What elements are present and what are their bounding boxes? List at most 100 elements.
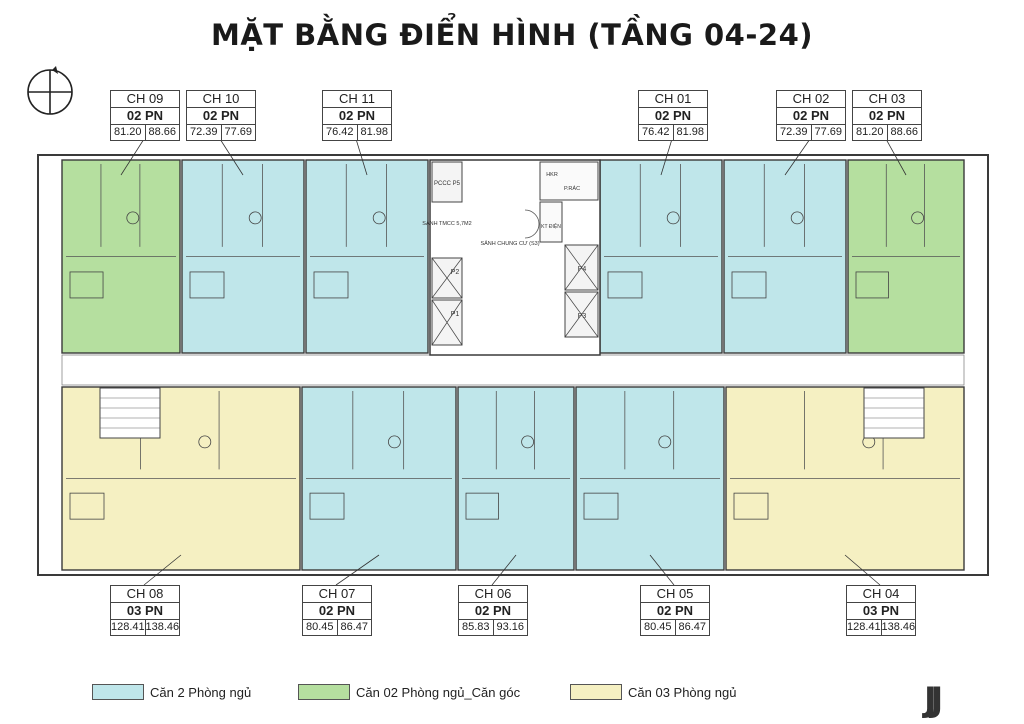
label-pccc: PCCC P5 <box>434 181 461 187</box>
label-p3: P3 <box>578 313 587 320</box>
legend: Căn 2 Phòng ngủ Căn 02 Phòng ngủ_Căn góc… <box>0 680 1024 708</box>
unit-type: 03 PN <box>111 603 179 620</box>
unit-area-net: 128.41 <box>111 620 146 635</box>
unit-area-net: 128.41 <box>847 620 882 635</box>
unit-name: CH 08 <box>111 586 179 603</box>
unit-type: 02 PN <box>111 108 179 125</box>
unit-name: CH 03 <box>853 91 921 108</box>
legend-label: Căn 2 Phòng ngủ <box>150 684 252 700</box>
unit-area-net: 81.20 <box>111 125 146 140</box>
label-p-rac: P.RÁC <box>564 185 580 192</box>
leader-line <box>885 138 907 176</box>
unit-type: 02 PN <box>323 108 391 125</box>
unit-area-net: 81.20 <box>853 125 888 140</box>
unit-area-net: 85.83 <box>459 620 494 635</box>
unit-name: CH 06 <box>459 586 527 603</box>
unit-type: 02 PN <box>187 108 255 125</box>
label-sanh-tmcc: SẢNH TMCC 5,7M2 <box>422 220 471 227</box>
label-p2: P2 <box>451 269 460 276</box>
leader-line <box>491 554 517 586</box>
unit-area-gross: 77.69 <box>224 126 253 138</box>
dining-table-icon <box>126 211 140 225</box>
unit-name: CH 11 <box>323 91 391 108</box>
unit-name: CH 07 <box>303 586 371 603</box>
unit-type: 03 PN <box>847 603 915 620</box>
unit-area-net: 72.39 <box>777 125 812 140</box>
dining-table-icon <box>790 211 804 225</box>
bed-icon <box>69 492 105 520</box>
dining-table-icon <box>248 211 262 225</box>
electrical-room <box>539 201 563 243</box>
legend-swatch <box>298 684 350 700</box>
legend-swatch <box>92 684 144 700</box>
dining-table-icon <box>666 211 680 225</box>
unit-name: CH 04 <box>847 586 915 603</box>
unit-area-gross: 86.47 <box>678 621 707 633</box>
leader-line <box>143 554 182 586</box>
floor-plan: PCCC P5 SẢNH TMCC 5,7M2 P2 P1 SẢNH CHUNG… <box>27 66 989 586</box>
dining-table-icon <box>387 435 401 449</box>
leader-line <box>784 138 811 176</box>
unit-name: CH 09 <box>111 91 179 108</box>
leader-line <box>660 138 673 176</box>
unit-area-net: 72.39 <box>187 125 222 140</box>
unit-area-gross: 86.47 <box>340 621 369 633</box>
leader-line <box>844 554 881 586</box>
unit-area-gross: 77.69 <box>814 126 843 138</box>
unit-area-net: 80.45 <box>641 620 676 635</box>
dining-table-icon <box>658 435 672 449</box>
unit-name: CH 10 <box>187 91 255 108</box>
legend-swatch <box>570 684 622 700</box>
unit-area-gross: 88.66 <box>890 126 919 138</box>
dining-table-icon <box>198 435 212 449</box>
leader-line <box>219 138 244 176</box>
top-wing <box>61 159 965 354</box>
bed-icon <box>313 271 349 299</box>
unit-type: 02 PN <box>303 603 371 620</box>
unit-name: CH 02 <box>777 91 845 108</box>
stair-right <box>863 387 925 439</box>
legend-item-two-bedroom: Căn 2 Phòng ngủ <box>92 684 251 700</box>
label-p4: P4 <box>578 266 587 273</box>
stair-left <box>99 387 161 439</box>
bed-icon <box>189 271 225 299</box>
bed-icon <box>855 271 889 299</box>
page-title: MẶT BẰNG ĐIỂN HÌNH (TẦNG 04-24) <box>210 18 813 52</box>
unit-name: CH 05 <box>641 586 709 603</box>
unit-name: CH 01 <box>639 91 707 108</box>
label-p1: P1 <box>451 311 460 318</box>
legend-label: Căn 02 Phòng ngủ_Căn góc <box>356 684 521 700</box>
bed-icon <box>309 492 345 520</box>
unit-type: 02 PN <box>777 108 845 125</box>
north-compass-icon <box>27 66 73 115</box>
unit-type: 02 PN <box>641 603 709 620</box>
core-block <box>429 159 601 356</box>
bed-icon <box>583 492 619 520</box>
leader-line <box>120 138 145 176</box>
unit-type: 02 PN <box>853 108 921 125</box>
bed-icon <box>731 271 767 299</box>
bed-icon <box>607 271 643 299</box>
unit-area-gross: 93.16 <box>496 621 525 633</box>
label-hkr: HKR <box>546 172 558 178</box>
brand-logo: JJ <box>924 680 943 720</box>
leader-lines <box>120 138 907 586</box>
label-kt-dien: KT ĐIỆN <box>541 222 561 230</box>
unit-area-gross: 138.46 <box>145 621 180 633</box>
unit-type: 02 PN <box>639 108 707 125</box>
garbage-room <box>539 161 599 201</box>
unit-type: 02 PN <box>459 603 527 620</box>
unit-area-gross: 81.98 <box>360 126 389 138</box>
unit-area-net: 76.42 <box>639 125 674 140</box>
unit-area-gross: 88.66 <box>148 126 177 138</box>
unit-area-gross: 138.46 <box>881 621 916 633</box>
unit-area-gross: 81.98 <box>676 126 705 138</box>
